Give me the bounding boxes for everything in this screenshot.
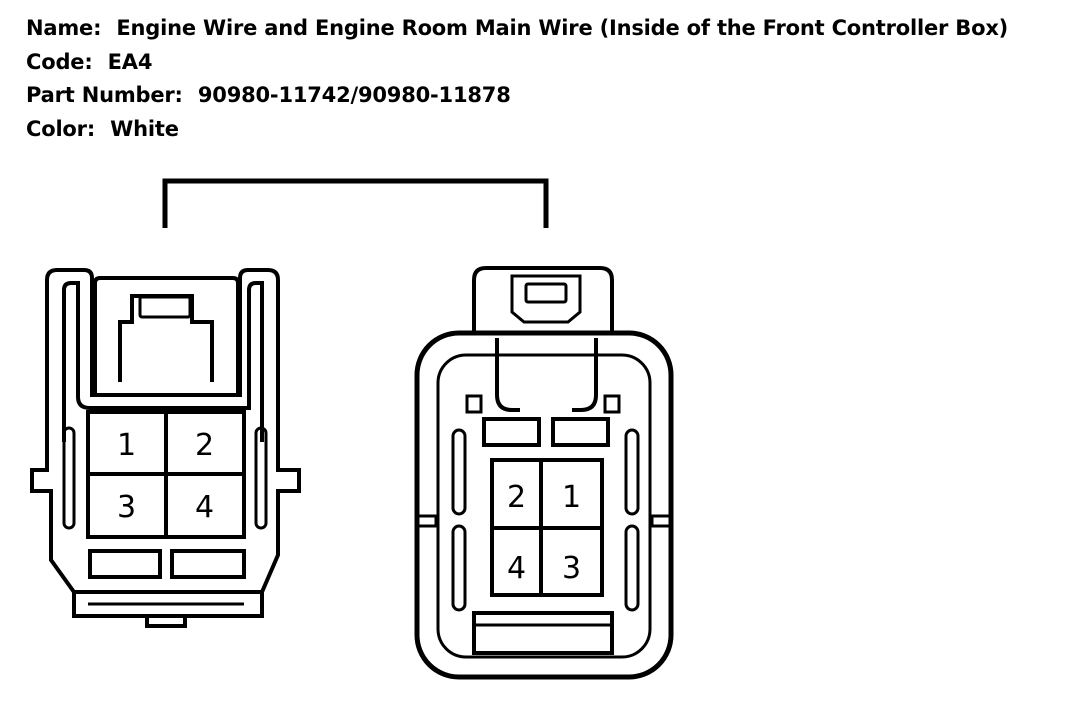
left-side-slot-left (62, 426, 76, 530)
right-latch-tab (524, 282, 568, 304)
right-lock-slot-1 (482, 417, 541, 447)
right-pin-4: 4 (507, 551, 526, 586)
left-latch-outer (93, 276, 240, 395)
right-side-slot-left-lower (451, 524, 467, 612)
left-latch-tab (138, 295, 192, 319)
code-label: Code: (26, 49, 93, 74)
left-bottom-lip (72, 592, 264, 628)
right-pin-labels: 2 1 4 3 (507, 480, 581, 586)
right-pin-2: 2 (507, 480, 526, 515)
color-row: Color: White (26, 113, 1008, 147)
right-square-left (465, 394, 483, 414)
connector-info: Name: Engine Wire and Engine Room Main W… (26, 12, 1008, 146)
left-lower-slot-2 (170, 549, 246, 579)
color-label: Color: (26, 116, 96, 141)
part-number-row: Part Number: 90980-11742/90980-11878 (26, 79, 1008, 113)
left-latch-inner (118, 294, 214, 382)
right-guide-rail-left (495, 338, 520, 412)
right-side-slot-right-upper (624, 428, 640, 516)
right-side-slot-right-lower (624, 524, 640, 612)
left-pin-4: 4 (195, 490, 214, 525)
right-guide-rail-right (572, 338, 598, 412)
right-side-slot-left-upper (451, 428, 467, 516)
color-value: White (110, 116, 179, 141)
code-row: Code: EA4 (26, 46, 1008, 80)
right-latch-inner (510, 274, 582, 324)
code-value: EA4 (107, 49, 153, 74)
right-latch-top (472, 266, 614, 335)
right-pin-3: 3 (562, 551, 581, 586)
part-number-label: Part Number: (26, 83, 183, 107)
name-row: Name: Engine Wire and Engine Room Main W… (26, 12, 1008, 46)
left-pin-2: 2 (195, 428, 214, 463)
right-connector (414, 266, 674, 680)
right-notch-right (650, 514, 671, 528)
left-pin-3: 3 (117, 490, 136, 525)
name-value: Engine Wire and Engine Room Main Wire (I… (116, 16, 1009, 40)
name-label: Name: (26, 16, 102, 40)
left-body-outline (30, 268, 301, 594)
left-body-inner (62, 281, 264, 442)
right-square-right (603, 394, 621, 414)
left-side-slot-right (254, 426, 268, 530)
left-lower-slot-1 (88, 549, 162, 579)
part-number-value: 90980-11742/90980-11878 (197, 83, 511, 107)
right-bottom-slot (472, 611, 614, 655)
mating-bracket (162, 178, 549, 228)
right-lock-slot-2 (551, 417, 610, 447)
left-connector (30, 268, 301, 628)
right-body-inner (436, 353, 652, 659)
right-notch-left (417, 514, 438, 528)
left-pin-1: 1 (117, 428, 136, 463)
right-body-outline (414, 330, 674, 680)
right-pin-1: 1 (562, 480, 581, 515)
left-pin-labels: 1 2 3 4 (117, 428, 214, 525)
